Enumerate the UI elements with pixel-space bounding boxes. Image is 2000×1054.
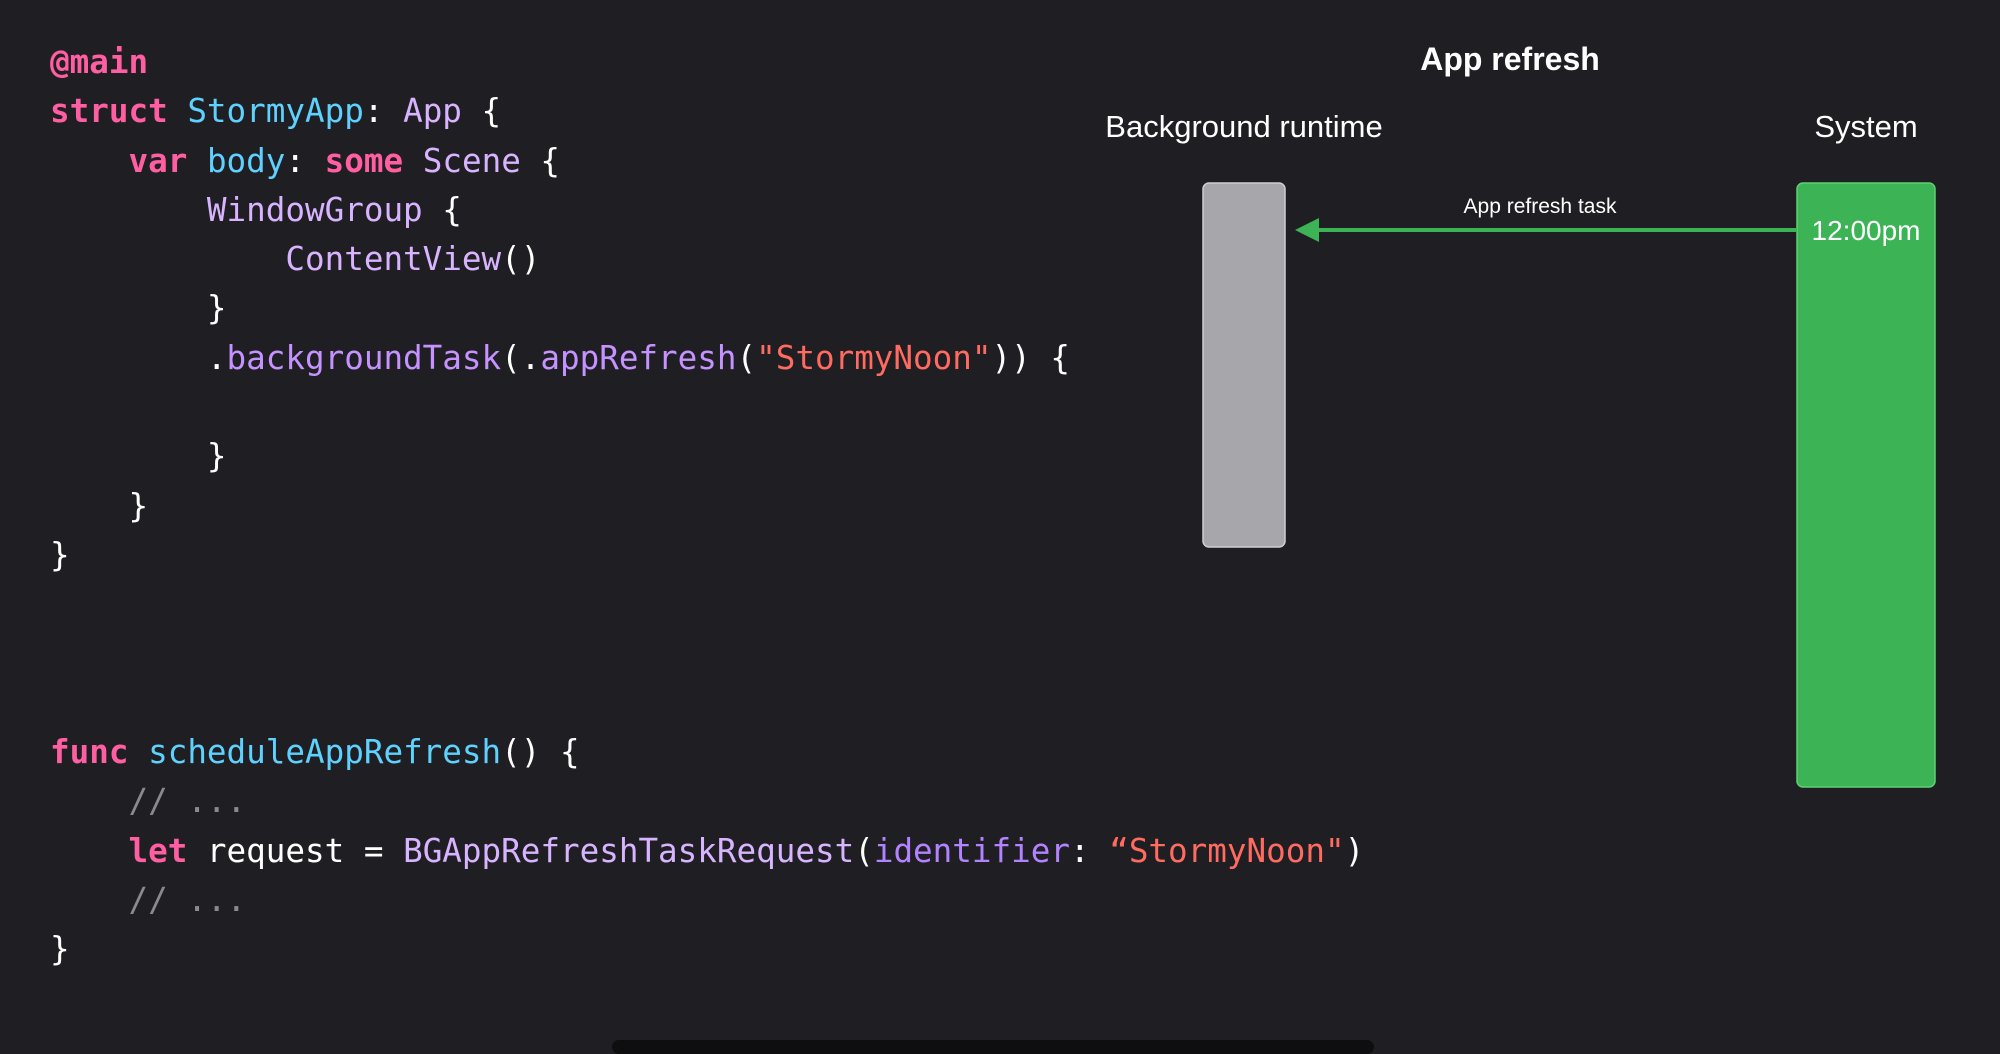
code-token-plain: . — [50, 338, 227, 377]
code-token-plain: ) — [1344, 831, 1365, 870]
arrow-label: App refresh task — [1464, 195, 1617, 218]
code-line: } — [50, 531, 1364, 580]
code-token-string: “StormyNoon" — [1109, 831, 1345, 870]
code-token-decl: StormyApp — [187, 92, 364, 131]
code-token-type: WindowGroup — [206, 190, 423, 229]
code-token-keyword: func — [50, 733, 129, 772]
code-line: struct StormyApp: App { — [50, 87, 1364, 136]
code-token-decl: scheduleAppRefresh — [148, 733, 502, 772]
code-line: ContentView() — [50, 235, 1364, 284]
code-line: var body: some Scene { — [50, 137, 1364, 186]
code-token-type: App — [403, 92, 462, 131]
code-token-plain: : — [285, 141, 325, 180]
lane-label-background-runtime: Background runtime — [1105, 109, 1382, 144]
lane-label-system: System — [1814, 109, 1917, 144]
system-bar — [1796, 182, 1936, 788]
code-line: func scheduleAppRefresh() { — [50, 728, 1364, 777]
code-token-type: BGAppRefreshTaskRequest — [403, 831, 855, 870]
code-token-plain: { — [520, 141, 561, 180]
code-token-plain: } — [50, 535, 70, 574]
code-token-plain: (. — [501, 338, 541, 377]
code-line: } — [50, 482, 1364, 531]
code-token-type: ContentView — [285, 240, 502, 279]
code-token-plain: } — [50, 486, 149, 525]
bottom-edge-bar — [612, 1040, 1374, 1054]
code-line: @main — [50, 38, 1364, 87]
code-token-plain: request = — [187, 831, 404, 870]
code-listing: @main struct StormyApp: App { var body: s… — [50, 38, 1364, 975]
code-line: // ... — [50, 876, 1364, 925]
code-token-comment: // ... — [128, 881, 247, 920]
code-token-plain: } — [50, 437, 227, 476]
code-token-plain: ( — [736, 338, 757, 377]
code-token-plain: : — [1069, 831, 1110, 870]
code-line: } — [50, 284, 1364, 333]
code-token-keyword: struct — [50, 92, 168, 131]
code-token-param: identifier — [873, 831, 1070, 870]
code-token-type: Scene — [422, 141, 521, 180]
background-runtime-bar — [1202, 182, 1286, 548]
code-token-plain: } — [50, 289, 227, 328]
code-token-plain: { — [422, 190, 462, 229]
code-token-plain: ( — [854, 831, 874, 870]
diagram-title: App refresh — [1420, 41, 1600, 77]
system-time-label: 12:00pm — [1812, 215, 1921, 246]
code-line: // ... — [50, 777, 1364, 826]
code-line: .backgroundTask(.appRefresh("StormyNoon"… — [50, 334, 1364, 383]
code-token-func: backgroundTask — [226, 338, 502, 377]
code-token-keyword: some — [324, 141, 404, 180]
code-line: } — [50, 925, 1364, 974]
code-token-keyword: let — [128, 831, 188, 870]
code-line: let request = BGAppRefreshTaskRequest(id… — [50, 827, 1364, 876]
code-token-plain: : — [363, 92, 404, 131]
code-token-plain: { — [461, 92, 502, 131]
code-token-plain: )) { — [991, 338, 1070, 377]
code-token-string: "StormyNoon" — [756, 338, 992, 377]
code-token-decl: body — [206, 141, 286, 180]
code-token-keyword: @main — [50, 43, 149, 81]
code-token-comment: // ... — [128, 782, 247, 821]
app-refresh-arrow-head-icon — [1295, 218, 1319, 242]
code-line: WindowGroup { — [50, 186, 1364, 235]
code-token-keyword: var — [128, 141, 188, 180]
code-token-plain: () { — [501, 733, 580, 772]
code-token-plain: } — [50, 930, 70, 969]
code-line: } — [50, 432, 1364, 481]
code-token-func: appRefresh — [540, 338, 737, 377]
code-token-plain: () — [501, 240, 541, 279]
